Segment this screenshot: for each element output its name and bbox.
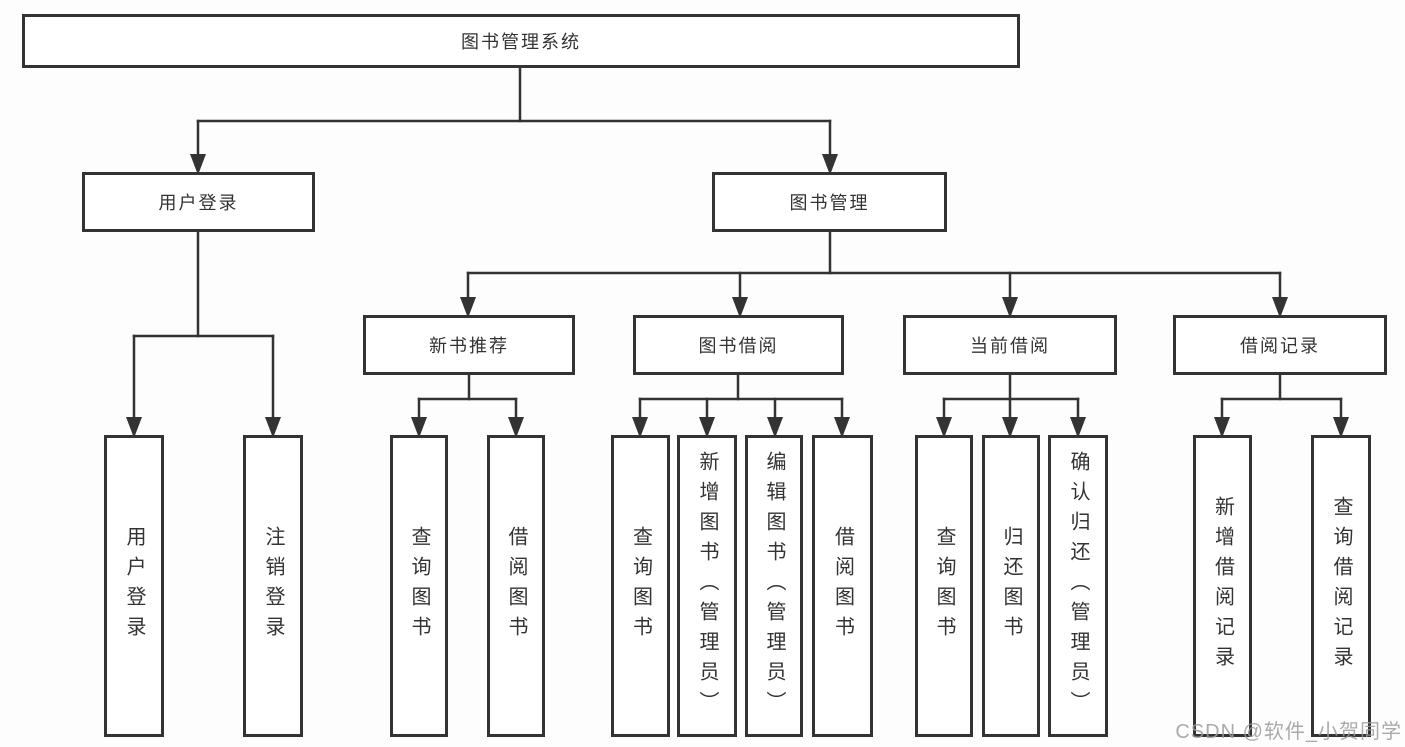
node-leaf-borrow-books-recommend: 借阅图书 (487, 435, 545, 737)
node-book-borrowing: 图书借阅 (633, 315, 844, 375)
node-label: 查询借阅记录 (1330, 496, 1352, 676)
node-label: 图书管理系统 (461, 32, 581, 52)
node-label: 新书推荐 (429, 336, 509, 356)
node-label: 图书借阅 (698, 336, 779, 356)
node-label: 确认归还（管理员） (1067, 451, 1089, 721)
node-label: 归还图书 (1000, 526, 1022, 646)
node-leaf-borrow-books: 借阅图书 (812, 435, 873, 737)
node-label: 借阅图书 (505, 526, 527, 646)
node-leaf-query-books-current: 查询图书 (915, 435, 973, 737)
node-label: 图书管理 (789, 193, 870, 213)
node-leaf-add-borrow-record: 新增借阅记录 (1193, 435, 1252, 737)
node-current-borrowing: 当前借阅 (903, 315, 1117, 375)
node-label: 用户登录 (123, 526, 145, 646)
node-label: 用户登录 (158, 193, 239, 213)
node-label: 借阅图书 (831, 526, 854, 646)
node-leaf-add-books-admin: 新增图书（管理员） (677, 435, 737, 737)
node-label: 新增图书（管理员） (696, 451, 718, 721)
node-leaf-return-books: 归还图书 (982, 435, 1040, 737)
node-borrowing-records: 借阅记录 (1173, 315, 1387, 375)
node-user-login: 用户登录 (82, 172, 315, 232)
node-label: 当前借阅 (970, 336, 1050, 356)
node-leaf-query-borrow-record: 查询借阅记录 (1311, 435, 1371, 737)
node-root-system: 图书管理系统 (22, 14, 1020, 68)
node-leaf-edit-books-admin: 编辑图书（管理员） (745, 435, 803, 737)
node-leaf-confirm-return-admin: 确认归还（管理员） (1048, 435, 1108, 737)
node-book-management: 图书管理 (712, 172, 947, 232)
node-leaf-query-books-recommend: 查询图书 (390, 435, 448, 737)
node-label: 查询图书 (933, 526, 955, 646)
node-leaf-query-books-borrow: 查询图书 (611, 435, 670, 737)
node-label: 借阅记录 (1240, 336, 1320, 356)
node-label: 查询图书 (408, 526, 430, 646)
node-leaf-user-login: 用户登录 (104, 435, 164, 737)
node-new-book-recommend: 新书推荐 (363, 315, 575, 375)
node-leaf-logout: 注销登录 (243, 435, 303, 737)
node-label: 注销登录 (262, 526, 284, 646)
node-label: 新增借阅记录 (1211, 496, 1234, 676)
node-label: 查询图书 (629, 526, 652, 646)
node-label: 编辑图书（管理员） (763, 451, 785, 721)
